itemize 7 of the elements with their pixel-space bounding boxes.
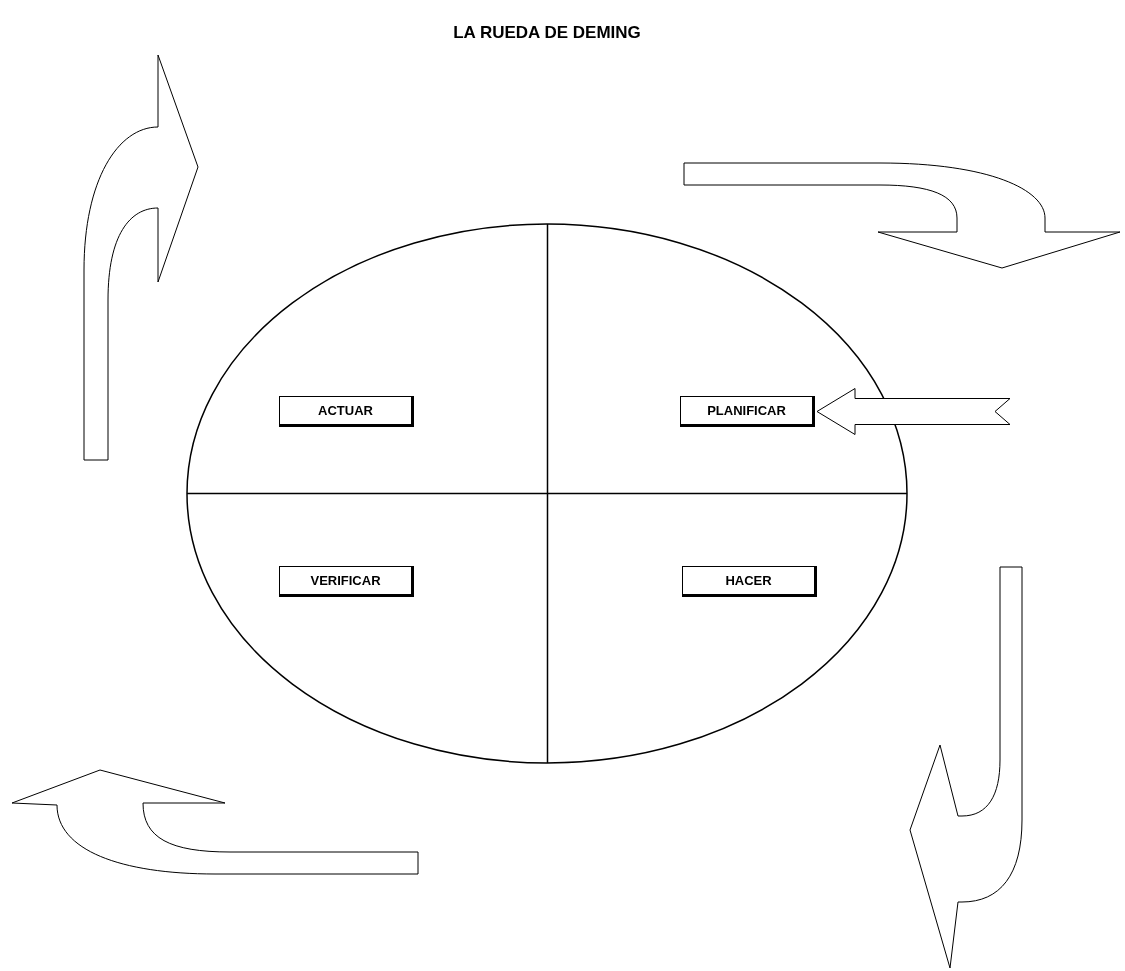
label-box: PLANIFICAR <box>680 396 815 427</box>
quadrant-ellipse <box>186 223 908 764</box>
block-arrow <box>816 388 1011 435</box>
title: LA RUEDA DE DEMING <box>453 22 641 44</box>
label-box: ACTUAR <box>279 396 414 427</box>
label-box: HACER <box>682 566 817 597</box>
label-box: VERIFICAR <box>279 566 414 597</box>
